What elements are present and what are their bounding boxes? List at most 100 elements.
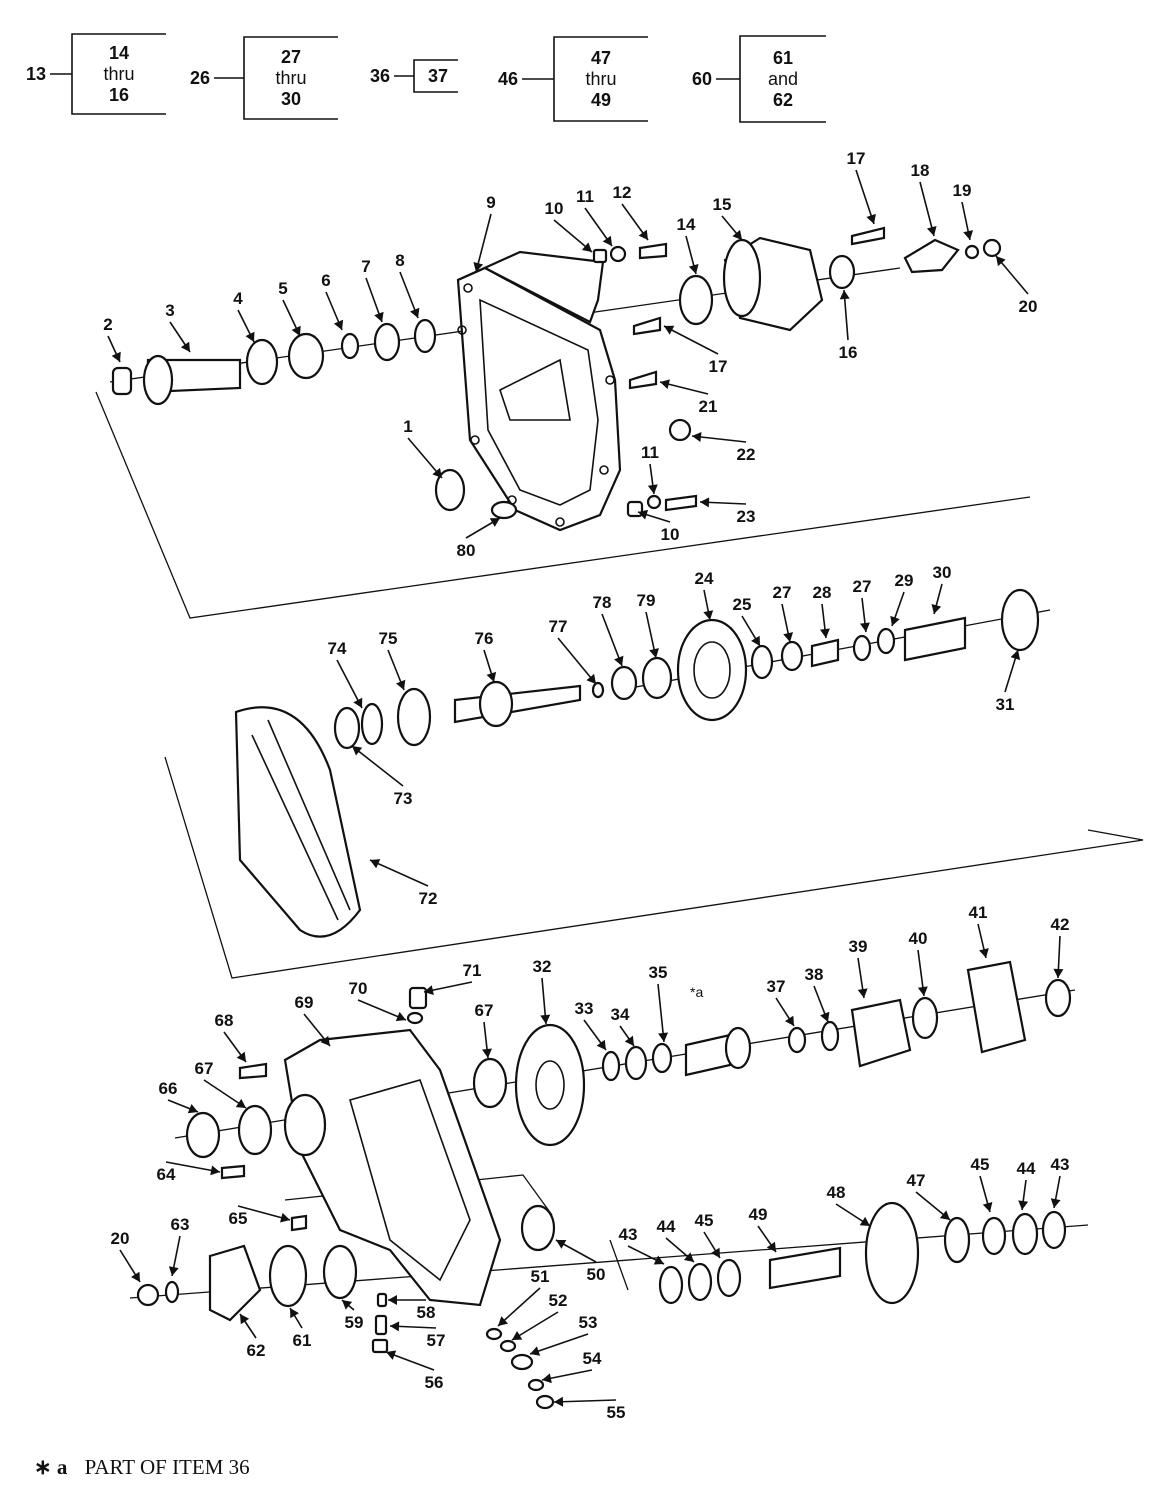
arrow-head: [1018, 1200, 1029, 1210]
arrow-head: [1010, 650, 1021, 661]
arrow-head: [819, 628, 830, 638]
callout-number: 12: [613, 183, 632, 202]
footnote-marker: ∗ a: [34, 1455, 68, 1479]
callout-number: 45: [695, 1211, 714, 1230]
arrow-head: [979, 948, 989, 958]
callout-65: 65: [229, 1209, 248, 1228]
callout-number: 79: [637, 591, 656, 610]
callout-30: 30: [933, 563, 952, 582]
callout-5: 5: [278, 279, 287, 298]
callout-number: 23: [737, 507, 756, 526]
callout-15: 15: [713, 195, 732, 214]
callout-number: 18: [911, 161, 930, 180]
arrow-head: [554, 1396, 564, 1407]
callout-48: 48: [827, 1183, 846, 1202]
callout-number: 52: [549, 1291, 568, 1310]
callout-number: 30: [933, 563, 952, 582]
callout-number: 80: [457, 541, 476, 560]
callout-number: 38: [805, 965, 824, 984]
callout-17: 17: [709, 357, 728, 376]
arrow-head: [187, 1104, 198, 1114]
arrow-head: [766, 1241, 776, 1252]
callout-43: 43: [619, 1225, 638, 1244]
callout-11: 11: [641, 443, 659, 462]
arrow-head: [370, 859, 381, 869]
callout-80: 80: [457, 541, 476, 560]
arrow-head: [692, 432, 702, 442]
group-ref-label: 36: [370, 66, 390, 86]
arrow-head: [939, 1210, 950, 1220]
callout-28: 28: [813, 583, 832, 602]
arrow-head: [917, 986, 928, 996]
callout-78: 78: [593, 593, 612, 612]
callout-number: 64: [157, 1165, 176, 1184]
arrow-head: [602, 235, 612, 246]
leader-line: [475, 213, 492, 273]
callout-number: 6: [321, 271, 330, 290]
arrow-head: [638, 229, 648, 240]
callout-56: 56: [425, 1373, 444, 1392]
callout-2: 2: [103, 315, 112, 334]
arrow-head: [647, 484, 658, 494]
leader-line: [553, 1399, 617, 1403]
callout-number: 40: [909, 929, 928, 948]
callout-number: 77: [549, 617, 568, 636]
callout-number: 27: [773, 583, 792, 602]
arrow-head: [653, 1255, 664, 1265]
callout-37: 37: [767, 977, 786, 996]
callout-38: 38: [805, 965, 824, 984]
arrow-head: [700, 497, 710, 508]
lower-case-assembly: [136, 960, 1072, 1410]
callout-number: 16: [839, 343, 858, 362]
group-line: 27: [281, 47, 301, 67]
callout-79: 79: [637, 591, 656, 610]
arrow-head: [352, 746, 363, 756]
callout-20: 20: [1019, 297, 1038, 316]
arrow-head: [783, 632, 794, 642]
callout-63: 63: [171, 1215, 190, 1234]
footnote: ∗ a PART OF ITEM 36: [34, 1455, 250, 1480]
leader-line: [657, 983, 665, 1043]
arrow-head: [486, 671, 497, 682]
arrow-head: [866, 213, 876, 224]
arrow-head: [664, 325, 675, 335]
arrow-head: [130, 1271, 140, 1282]
arrow-head: [210, 1165, 220, 1176]
arrow-head: [596, 1039, 606, 1050]
leader-line: [557, 637, 597, 685]
group-line: thru: [275, 68, 306, 88]
callout-number: 65: [229, 1209, 248, 1228]
callout-66: 66: [159, 1079, 178, 1098]
callout-number: 48: [827, 1183, 846, 1202]
callout-number: 57: [427, 1331, 446, 1350]
callout-34: 34: [611, 1005, 630, 1024]
group-line: thru: [103, 64, 134, 84]
arrow-head: [353, 697, 363, 708]
callout-68: 68: [215, 1011, 234, 1030]
arrow-head: [586, 673, 596, 684]
callout-number: 3: [165, 301, 174, 320]
arrow-head: [638, 509, 649, 520]
callout-number: 11: [576, 187, 594, 206]
callout-number: 68: [215, 1011, 234, 1030]
callout-number: 1: [403, 417, 412, 436]
callout-number: 58: [417, 1303, 436, 1322]
arrow-head: [396, 679, 406, 690]
callout-number: 73: [394, 789, 413, 808]
arrow-head: [245, 331, 255, 342]
arrow-head: [290, 1308, 299, 1319]
callout-8: 8: [395, 251, 404, 270]
callout-10: 10: [661, 525, 680, 544]
group-line: 47: [591, 48, 611, 68]
callout-20: 20: [111, 1229, 130, 1248]
arrow-head: [688, 264, 699, 274]
arrow-head: [996, 256, 1006, 267]
arrow-head: [432, 467, 442, 478]
callout-52: 52: [549, 1291, 568, 1310]
callout-number: 21: [699, 397, 718, 416]
arrow-head: [624, 1035, 634, 1046]
